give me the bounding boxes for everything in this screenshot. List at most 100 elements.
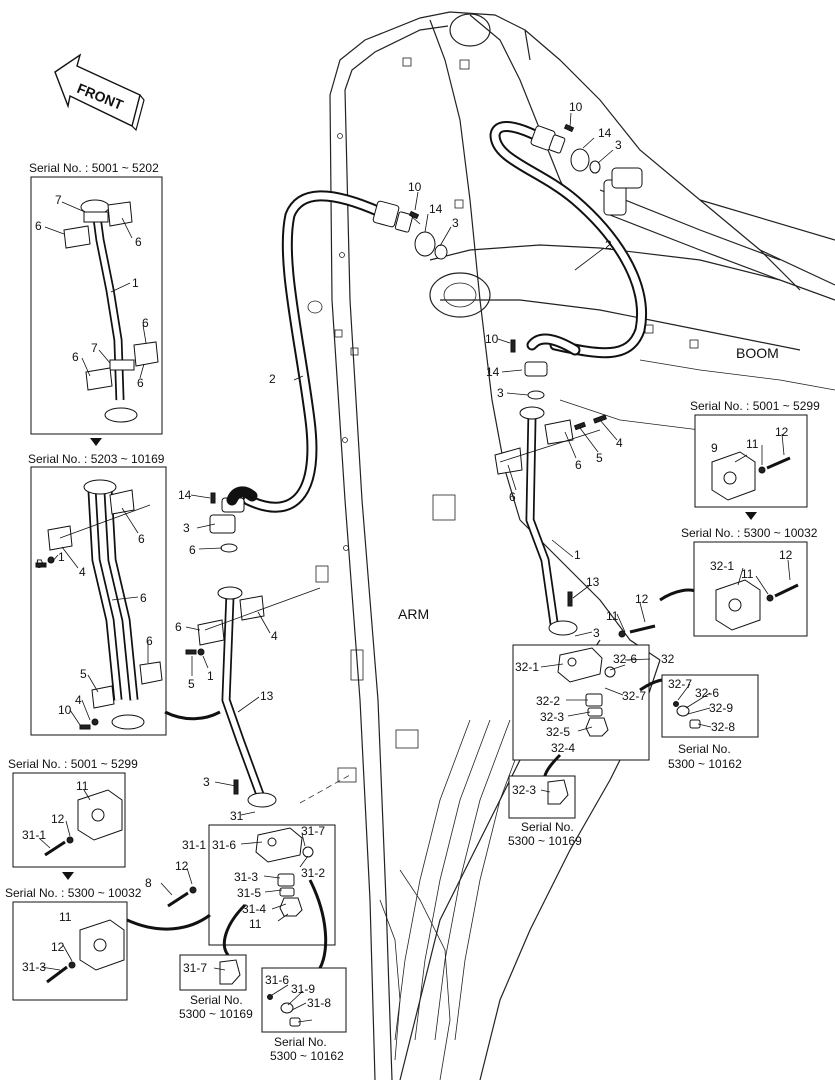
part-label: 6 [137,376,144,390]
part-label: 3 [203,775,210,789]
part-label: 6 [509,490,516,504]
part-label: 8 [145,876,152,890]
serial-box-1 [30,176,163,446]
machine-structure [307,11,835,1080]
part-label: 12 [51,940,65,954]
block-32-detail [508,588,759,819]
part-label: 1 [574,548,581,562]
part-label: 3 [593,626,600,640]
part-label: 6 [189,543,196,557]
part-label: 31-6 [212,838,236,852]
part-label: 31-7 [301,824,325,838]
part-label: 32-1 [710,559,734,573]
part-label: 5 [188,677,195,691]
part-label: 6 [72,350,79,364]
part-label: 6 [135,235,142,249]
part-label: 6 [140,591,147,605]
part-label: 6 [146,634,153,648]
part-label: 2 [269,372,276,386]
part-label: 12 [175,859,189,873]
lower-left-serial-boxes [12,772,211,1001]
serial-caption-s2: Serial No. : 5203 ~ 10169 [28,452,165,466]
part-label: 6 [35,219,42,233]
serial-caption-c-range: 5300 ~ 10169 [508,834,582,848]
part-label: 32-7 [668,677,692,691]
part-label: 6 [138,532,145,546]
part-label: 6 [575,458,582,472]
part-label: 10 [408,180,422,194]
part-label: 32-9 [709,701,733,715]
part-label: 12 [775,425,789,439]
serial-caption-s6: Serial No. : 5300 ~ 10032 [5,886,142,900]
part-label: 32-4 [551,741,575,755]
part-label: 32-7 [622,689,646,703]
part-label: 31-1 [22,828,46,842]
part-label: 4 [271,629,278,643]
part-label: 4 [79,565,86,579]
serial-caption-d-title: Serial No. [678,742,731,756]
part-label: 31-4 [242,902,266,916]
serial-caption-c-title: Serial No. [521,820,574,834]
serial-caption-b-range: 5300 ~ 10162 [270,1049,344,1063]
part-label: 32-2 [536,694,560,708]
part-label: 1 [132,276,139,290]
serial-caption-s4: Serial No. : 5300 ~ 10032 [681,526,818,540]
part-label: 4 [616,436,623,450]
part-label: 31-3 [234,870,258,884]
part-label: 11 [249,917,262,931]
part-label: 11 [746,437,759,451]
part-label: 31-3 [22,960,46,974]
part-label: 14 [598,126,612,140]
part-label: 6 [142,316,149,330]
hose-2-main [242,121,647,513]
part-label: 3 [183,521,190,535]
part-label: 1 [207,669,214,683]
part-label: 13 [260,689,274,703]
part-label: 13 [586,575,600,589]
center-pipe-assembly [185,486,351,808]
part-label: 10 [569,100,583,114]
part-label: 7 [55,193,62,207]
part-label: 14 [429,202,443,216]
part-label: 32 [661,652,675,666]
part-label: 3 [497,386,504,400]
part-label: 11 [76,779,89,793]
part-label: 14 [178,488,192,502]
part-label: 5 [80,667,87,681]
part-number-labels: 10 14 3 2 10 14 3 2 10 14 3 6 6 5 4 1 13… [22,100,793,1010]
part-label: 31-6 [265,973,289,987]
part-label: 11 [59,910,72,924]
part-label: 32-8 [711,720,735,734]
part-label: 32-6 [695,686,719,700]
part-label: 31-7 [183,961,207,975]
part-label: 6 [175,620,182,634]
part-label: 12 [635,592,649,606]
part-label: 32-3 [512,783,536,797]
part-label: 5 [596,451,603,465]
part-label: 9 [711,441,718,455]
part-label: 31-1 [182,838,206,852]
serial-caption-a-range: 5300 ~ 10169 [179,1007,253,1021]
leader-lines [38,112,791,1023]
part-label: 10 [485,332,499,346]
part-label: 12 [51,812,65,826]
part-label: 32-5 [546,725,570,739]
part-label: 31-8 [307,996,331,1010]
right-pipe-assembly [494,333,607,636]
part-label: 12 [779,548,793,562]
serial-caption-s5: Serial No. : 5001 ~ 5299 [8,757,138,771]
serial-caption-a-title: Serial No. [190,993,243,1007]
part-label: 5 [36,557,43,571]
part-label: 32-3 [540,710,564,724]
front-arrow: FRONT [54,53,145,132]
part-label: 11 [741,567,754,581]
boom-label: BOOM [736,345,779,361]
serial-box-2 [30,466,221,736]
serial-caption-s3: Serial No. : 5001 ~ 5299 [690,399,820,413]
part-label: 31-2 [301,866,325,880]
block-31-detail [179,824,347,1033]
part-label: 4 [75,693,82,707]
serial-captions: Serial No. : 5001 ~ 5202 Serial No. : 52… [5,161,820,1063]
